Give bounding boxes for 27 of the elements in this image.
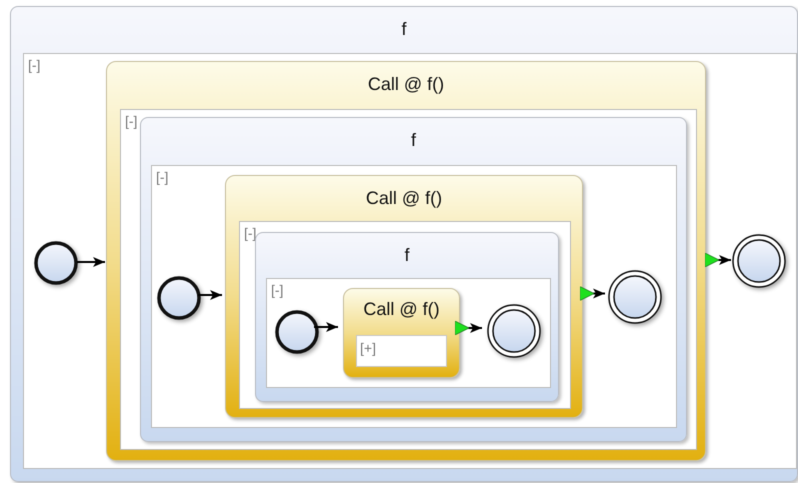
transition-arrow [77,257,105,267]
function-state-box [140,117,687,442]
end-state-circle [487,304,541,358]
state-title: f [403,245,410,266]
expand-toggle: [-] [271,282,284,298]
transition-arrow [580,286,605,301]
expand-toggle: [-] [125,113,138,129]
end-state-circle [608,270,662,324]
state-title: f [400,19,408,40]
state-title: Call @ f() [364,188,444,209]
call-state-box [106,61,706,461]
expand-toggle: [-] [244,225,256,241]
state-title: f [410,130,417,151]
transition-arrow [704,252,731,268]
function-state-box [10,6,798,482]
transition-arrow [198,290,222,300]
end-state-circle [732,234,786,288]
transition-arrow [454,320,482,336]
expand-toggle: [+] [360,340,376,356]
call-state-box [225,175,583,418]
transition-arrow [314,322,338,332]
call-state-box [343,288,460,378]
expand-toggle: [-] [156,169,168,185]
state-title: Call @ f() [362,299,441,320]
function-state-box [255,232,559,402]
expand-toggle: [-] [28,57,40,73]
state-title: Call @ f() [366,74,446,95]
